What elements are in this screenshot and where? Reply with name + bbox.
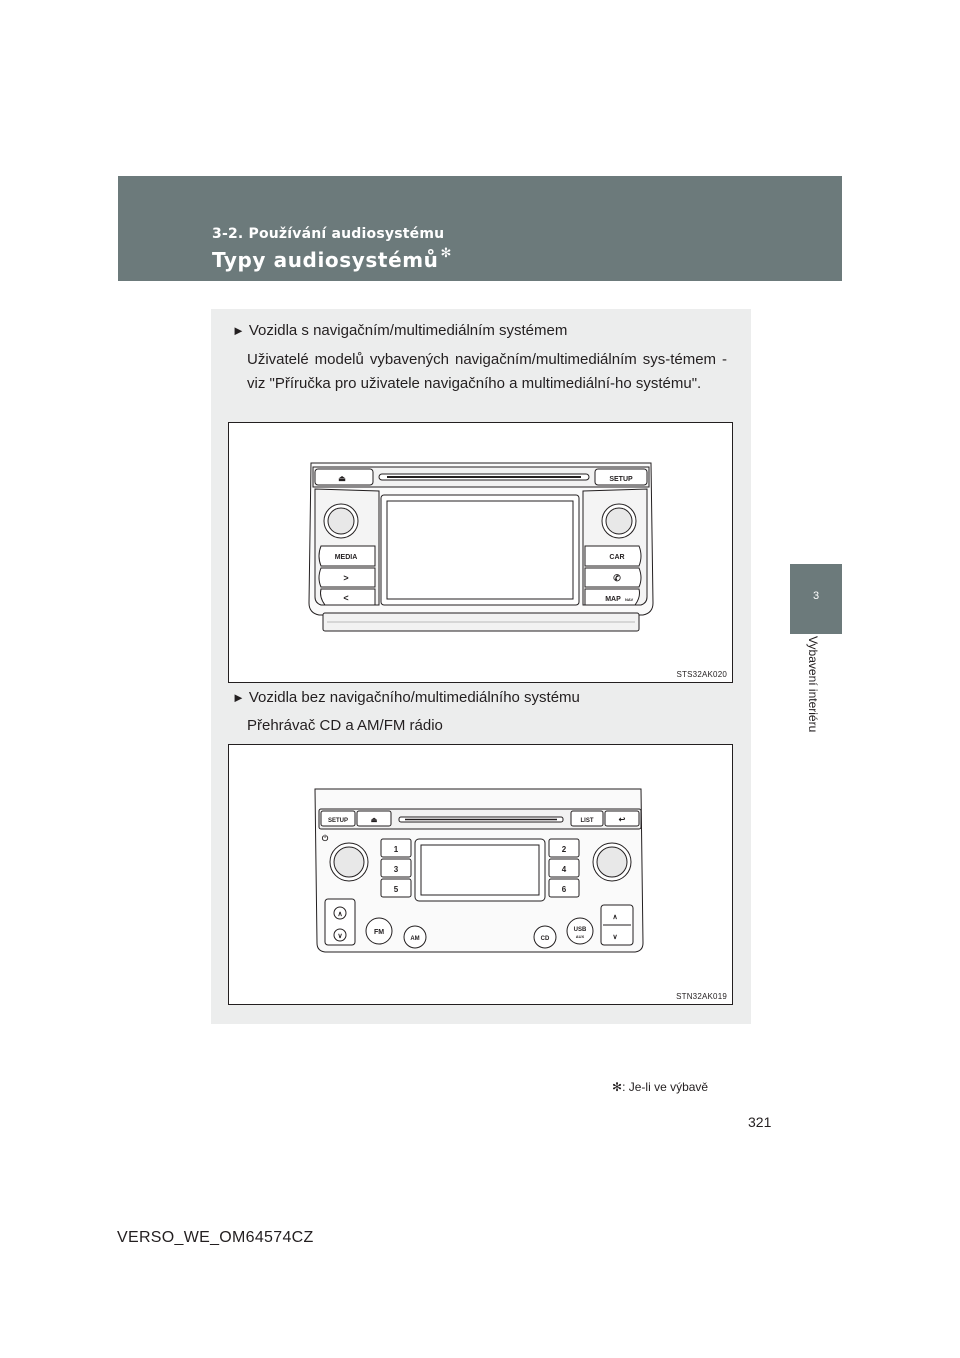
phone-icon: ✆: [613, 573, 621, 583]
map-label: MAP: [605, 596, 621, 603]
navigation-unit-drawing: ⏏ SETUP MEDIA > < CAR ✆ MAP NAV: [308, 462, 654, 632]
usb-label: USB: [574, 927, 587, 933]
chapter-tab: 3: [790, 564, 842, 634]
item2-heading-row: ►Vozidla bez navigačního/multimediálního…: [232, 686, 580, 710]
preset-3: 3: [394, 865, 399, 874]
setup-label: SETUP: [609, 476, 633, 483]
bullet-triangle-icon: ►: [232, 323, 245, 338]
eject-label: ⏏: [371, 817, 378, 824]
next-label: >: [343, 573, 348, 583]
am-label: AM: [410, 936, 419, 942]
chapter-number: 3: [812, 590, 820, 602]
folder-up-icon: ∧: [612, 914, 617, 921]
header-band: 3-2. Používání audiosystému Typy audiosy…: [118, 176, 842, 281]
figure1-code: STS32AK020: [676, 670, 727, 679]
figure-cd-radio-unit: SETUP ⏏ LIST ↩ ⏻ 1 2 3 4 5 6 ∧ ∨ FM AM C…: [228, 744, 733, 1005]
footnote-text: : Je-li ve výbavě: [622, 1080, 709, 1094]
item2-heading: Vozidla bez navigačního/multimediálního …: [248, 689, 580, 706]
page-title-text: Typy audiosystémů: [212, 248, 439, 272]
figure-navigation-unit: ⏏ SETUP MEDIA > < CAR ✆ MAP NAV STS32AK0…: [228, 422, 733, 683]
bullet-triangle-icon: ►: [232, 690, 245, 705]
setup-label: SETUP: [328, 818, 348, 824]
document-code: VERSO_WE_OM64574CZ: [117, 1229, 314, 1246]
page-number: 321: [748, 1114, 772, 1130]
chapter-label: Vybavení interiéru: [806, 636, 820, 733]
footnote-marker-icon: ✻: [612, 1080, 623, 1094]
eject-label: ⏏: [338, 474, 346, 483]
optional-marker-icon: ✻: [440, 246, 453, 261]
item2-description: Přehrávač CD a AM/FM rádio: [247, 717, 443, 734]
page-title: Typy audiosystémů✻: [212, 246, 453, 272]
nav-label: NAV: [625, 597, 633, 602]
car-label: CAR: [609, 554, 624, 561]
aux-label: AUX: [576, 934, 585, 939]
item1-heading-row: ►Vozidla s navigačním/multimediálním sys…: [232, 319, 567, 343]
power-icon: ⏻: [322, 834, 329, 843]
item1-description: Uživatelé modelů vybavených navigačním/m…: [247, 351, 727, 392]
folder-down-icon: ∨: [612, 934, 617, 941]
cd-label: CD: [541, 936, 550, 942]
preset-1: 1: [394, 845, 399, 854]
down-arrow-icon: ∨: [337, 933, 342, 940]
figure2-code: STN32AK019: [676, 992, 727, 1001]
cd-radio-unit-drawing: SETUP ⏏ LIST ↩ ⏻ 1 2 3 4 5 6 ∧ ∨ FM AM C…: [314, 788, 644, 953]
back-icon: ↩: [619, 815, 626, 824]
preset-4: 4: [562, 865, 567, 874]
item1-heading: Vozidla s navigačním/multimediálním syst…: [248, 322, 568, 339]
preset-2: 2: [562, 845, 567, 854]
prev-label: <: [343, 593, 348, 603]
up-arrow-icon: ∧: [337, 911, 342, 918]
footnote: ✻: Je-li ve výbavě: [612, 1080, 708, 1094]
fm-label: FM: [374, 929, 384, 936]
list-label: LIST: [581, 818, 594, 824]
preset-5: 5: [394, 885, 399, 894]
section-label: 3-2. Používání audiosystému: [212, 226, 445, 242]
preset-6: 6: [562, 885, 567, 894]
media-label: MEDIA: [335, 554, 358, 561]
